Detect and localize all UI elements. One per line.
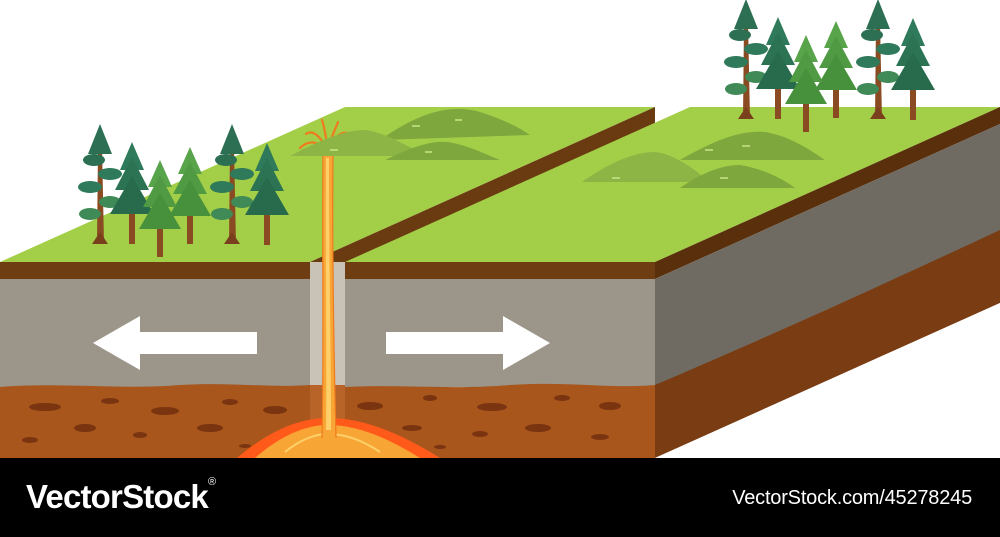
magma-vent — [298, 118, 358, 439]
right-plate-side-mantle — [655, 230, 1000, 458]
left-hills — [290, 109, 530, 160]
right-plate-grass — [345, 107, 1000, 262]
magma-chamber — [237, 418, 440, 458]
right-plate-side-rock — [655, 124, 1000, 387]
stock-image-id: VectorStock.com/45278245 — [732, 487, 972, 509]
left-plate-trench-edge — [310, 107, 655, 279]
right-plate-soil-edge — [345, 262, 655, 279]
left-plate-soil-edge — [0, 262, 310, 279]
vectorstock-logo: VectorStock® — [26, 476, 216, 516]
right-plate-far-face — [655, 303, 1000, 458]
brand-name: VectorStock — [26, 478, 209, 515]
right-plate-mantle-layer — [345, 383, 655, 458]
right-arrow — [386, 316, 550, 370]
divergent-boundary-illustration — [0, 0, 1000, 458]
watermark-footer: VectorStock® VectorStock.com/45278245 — [0, 458, 1000, 537]
right-plate-side-soil — [655, 107, 1000, 279]
mantle-rocks — [22, 395, 621, 449]
registered-mark: ® — [207, 476, 216, 488]
right-hills — [582, 131, 825, 188]
left-arrow — [93, 316, 257, 370]
